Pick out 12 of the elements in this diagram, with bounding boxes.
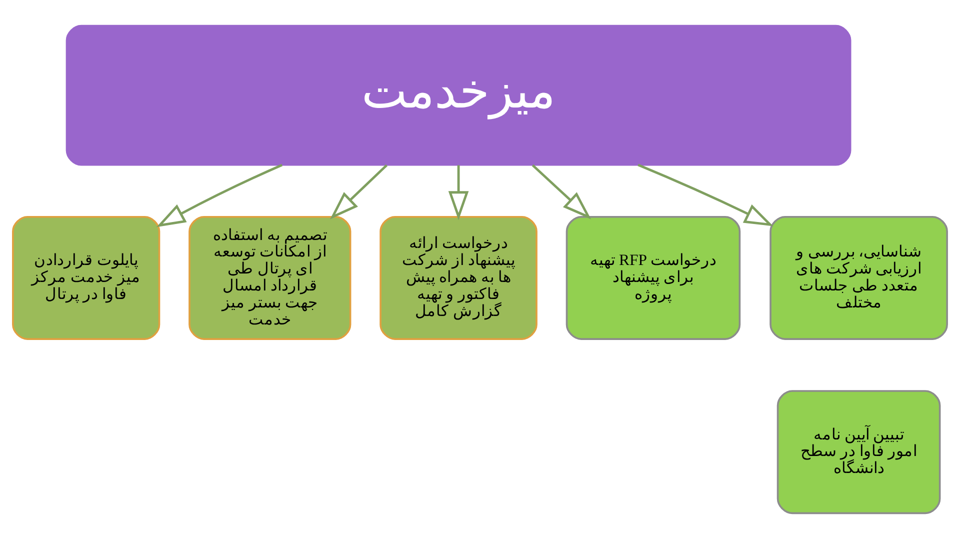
node-box: شناسایی، بررسی و ارزیابی شرکت های متعدد طی جلسات مختلف [770,216,948,340]
arrow [156,163,283,227]
arrow [532,164,592,219]
arrow [448,164,469,220]
node-box: پایلوت قراردادن میز خدمت مرکز فاوا در پرتال [12,216,160,340]
arrow [330,164,388,219]
arrow [638,163,774,226]
node-box: تبیین آیین نامه امور فاوا در سطح دانشگاه [776,390,941,514]
node-box: تصمیم به استفاده از امکانات توسعه ای پرتال طی قرارداد امسال جهت بستر میز خدمت [188,216,352,340]
node-box: درخواست ارائه پیشنهاد از شرکت ها به همراه پیش فاکتور و تهیه گزارش کامل [380,216,538,340]
node-box: تهیه RFP درخواست برای پیشنهاد پروژه [566,216,741,340]
node-box: میزخدمت [66,24,852,166]
